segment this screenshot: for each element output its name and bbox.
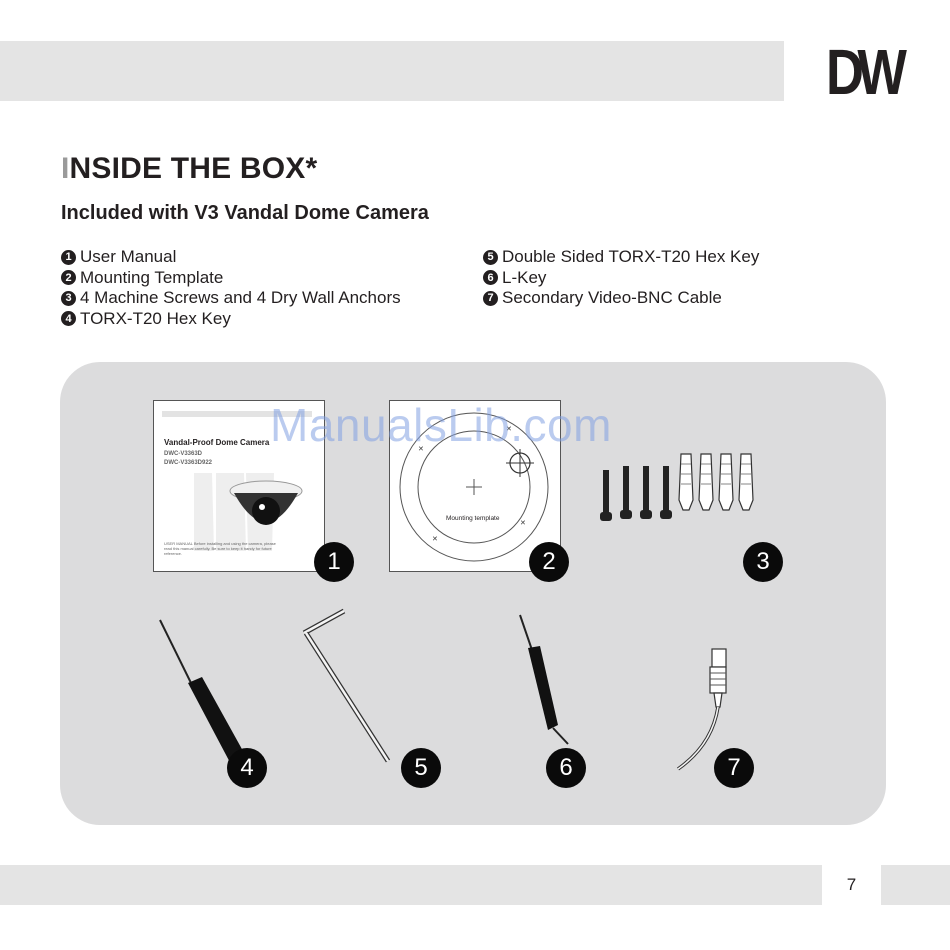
svg-text:✕: ✕ [506,426,512,433]
item-number-badge: 1 [61,249,76,265]
title-rest: NSIDE THE BOX* [69,152,318,185]
list-item-label: User Manual [80,247,177,266]
item-number-badge: 5 [483,249,498,265]
manual-model-1: DWC-V3363D [164,451,203,457]
bnc-cable-illustration [676,648,727,771]
torx-hex-key-illustration [159,619,248,770]
header-band [0,41,784,101]
item-number-badge: 6 [483,270,498,286]
item-number-badge: 2 [61,270,76,286]
item-badge-7: 7 [714,748,754,788]
item-badge-5: 5 [401,748,441,788]
dome-camera-icon [194,473,303,551]
item-number-badge: 3 [61,290,76,306]
list-item-label: Mounting Template [80,267,224,287]
list-item-label: Double Sided TORX-T20 Hex Key [502,247,760,266]
dw-logo: DW [826,36,907,108]
item-badge-6: 6 [546,748,586,788]
list-item-label: Secondary Video-BNC Cable [502,288,722,307]
manualslib-watermark: ManualsLib.com [270,399,612,451]
mounting-template-illustration: ✕ ✕ ✕ ✕ Mounting template [389,400,561,572]
double-sided-torx-key-illustration [519,614,569,745]
svg-text:✕: ✕ [418,446,424,453]
page-subtitle: Included with V3 Vandal Dome Camera [61,202,429,224]
template-drawing: ✕ ✕ ✕ ✕ [399,412,549,562]
list-item-label: 4 Machine Screws and 4 Dry Wall Anchors [80,288,401,307]
manual-fine-print: USER MANUAL Before installing and using … [164,541,276,556]
manual-header-bar [162,411,312,417]
item-badge-1: 1 [314,542,354,582]
template-label: Mounting template [446,515,500,522]
footer-band [0,865,950,905]
manual-model-2: DWC-V3363D922 [164,460,213,466]
list-item-label: TORX-T20 Hex Key [80,308,231,328]
l-key-illustration [302,608,391,763]
item-badge-4: 4 [227,748,267,788]
list-item-label: L-Key [502,267,547,287]
item-badge-3: 3 [743,542,783,582]
item-number-badge: 4 [61,311,76,327]
screws-and-anchors-illustration [600,453,754,521]
page-title: INSIDE THE BOX* [61,152,317,186]
user-manual-illustration: Vandal-Proof Dome Camera DWC-V3363D DWC-… [153,400,325,572]
svg-text:✕: ✕ [432,536,438,543]
item-badge-2: 2 [529,542,569,582]
item-number-badge: 7 [483,290,498,306]
title-initial: I [61,152,70,185]
svg-text:✕: ✕ [520,520,526,527]
manual-cover-title: Vandal-Proof Dome Camera [164,438,270,447]
page-number: 7 [822,865,881,905]
